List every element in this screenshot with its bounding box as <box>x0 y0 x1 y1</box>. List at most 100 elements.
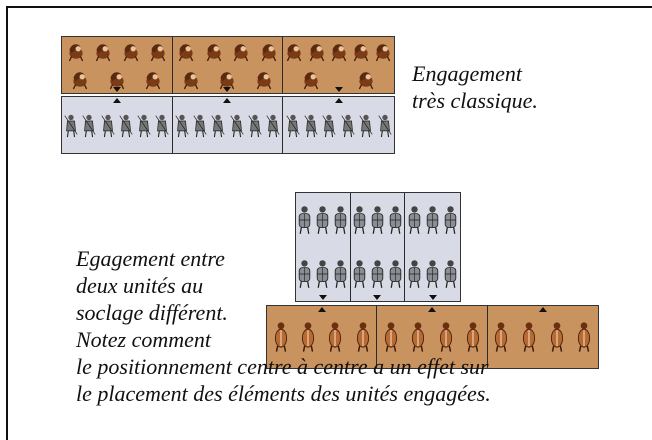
unit-base <box>405 193 460 301</box>
infantry-figure-icon <box>230 114 244 137</box>
column-figure-icon <box>334 260 347 288</box>
column-figure-icon <box>389 260 402 288</box>
caption-top-line-1: Engagement <box>412 61 522 86</box>
caption-bottom-line-5: le positionnement centre à centre a un e… <box>76 354 489 379</box>
spearman-figure-icon <box>274 322 287 352</box>
cavalry-figure-icon <box>146 72 161 90</box>
cavalry-figure-icon <box>233 44 249 62</box>
unit-base <box>283 97 394 153</box>
infantry-figure-icon <box>137 114 151 137</box>
unit-base <box>283 37 394 93</box>
cavalry-figure-icon <box>303 72 319 90</box>
infantry-figure-icon <box>285 114 300 137</box>
column-figure-icon <box>408 206 421 234</box>
unit-row-cavalry-top <box>61 36 395 94</box>
spearman-figure-icon <box>578 322 591 352</box>
infantry-figure-icon <box>248 114 262 137</box>
base-front-marker-icon <box>112 98 121 103</box>
infantry-figure-icon <box>64 114 78 137</box>
column-figure-icon <box>317 206 329 234</box>
cavalry-figure-icon <box>309 44 324 62</box>
infantry-figure-icon <box>304 114 318 137</box>
spearman-figure-icon <box>522 322 536 352</box>
unit-base <box>62 97 173 153</box>
spearman-figure-icon <box>301 322 315 352</box>
cavalry-figure-icon <box>109 72 125 90</box>
infantry-figure-icon <box>155 114 170 137</box>
unit-base <box>62 37 173 93</box>
infantry-figure-icon <box>266 114 280 137</box>
base-front-marker-icon <box>427 307 436 312</box>
infantry-figure-icon <box>322 114 336 137</box>
spearman-figure-icon <box>466 322 480 352</box>
infantry-figure-icon <box>101 114 115 137</box>
infantry-figure-icon <box>359 114 373 137</box>
base-front-marker-icon <box>428 295 437 300</box>
caption-top: Engagement très classique. <box>412 60 538 114</box>
base-front-marker-icon <box>334 98 343 103</box>
unit-base <box>172 97 284 153</box>
base-front-marker-icon <box>223 87 232 92</box>
column-figure-icon <box>334 206 347 234</box>
caption-bottom-line-4: Notez comment <box>76 327 212 352</box>
cavalry-figure-icon <box>220 72 235 90</box>
cavalry-figure-icon <box>95 44 111 62</box>
spearman-figure-icon <box>550 322 563 352</box>
column-figure-icon <box>353 206 366 234</box>
cavalry-figure-icon <box>353 44 368 62</box>
spearman-figure-icon <box>439 322 452 352</box>
infantry-figure-icon <box>378 114 392 137</box>
column-figure-icon <box>445 206 457 234</box>
caption-bottom-line-3: soclage différent. <box>76 300 228 325</box>
column-figure-icon <box>317 260 329 288</box>
cavalry-figure-icon <box>359 72 374 90</box>
unit-row-column-top <box>295 192 461 302</box>
cavalry-figure-icon <box>256 72 272 90</box>
base-front-marker-icon <box>317 307 326 312</box>
unit-base <box>350 193 406 301</box>
base-front-marker-icon <box>223 98 232 103</box>
cavalry-figure-icon <box>375 44 391 62</box>
base-front-marker-icon <box>373 295 382 300</box>
column-figure-icon <box>389 206 402 234</box>
column-figure-icon <box>299 206 311 234</box>
unit-base <box>487 306 598 368</box>
caption-bottom: Egagement entre deux unités au soclage d… <box>76 245 491 407</box>
infantry-figure-icon <box>211 114 225 137</box>
unit-base <box>267 306 378 368</box>
cavalry-figure-icon <box>150 44 166 62</box>
cavalry-figure-icon <box>331 44 346 62</box>
column-figure-icon <box>445 260 457 288</box>
infantry-figure-icon <box>175 114 189 137</box>
unit-base <box>296 193 351 301</box>
base-front-marker-icon <box>334 87 343 92</box>
spearman-figure-icon <box>412 322 425 352</box>
infantry-figure-icon <box>119 114 133 137</box>
column-figure-icon <box>371 260 384 288</box>
cavalry-figure-icon <box>68 44 83 62</box>
cavalry-figure-icon <box>183 72 199 90</box>
infantry-figure-icon <box>193 114 207 137</box>
caption-bottom-line-1: Egagement entre <box>76 246 225 271</box>
column-figure-icon <box>353 260 366 288</box>
infantry-figure-icon <box>82 114 96 137</box>
unit-row-infantry-bottom <box>61 96 395 154</box>
cavalry-figure-icon <box>287 44 302 62</box>
column-figure-icon <box>426 260 439 288</box>
base-front-marker-icon <box>318 295 327 300</box>
cavalry-figure-icon <box>179 44 194 62</box>
unit-base <box>377 306 488 368</box>
cavalry-figure-icon <box>206 44 221 62</box>
spearman-figure-icon <box>356 322 369 352</box>
caption-top-line-2: très classique. <box>412 88 538 113</box>
unit-row-infantry-wide-bottom <box>266 305 599 369</box>
spearman-figure-icon <box>329 322 342 352</box>
column-figure-icon <box>426 206 439 234</box>
column-figure-icon <box>299 260 311 288</box>
base-front-marker-icon <box>538 307 547 312</box>
cavalry-figure-icon <box>261 44 276 62</box>
caption-bottom-line-2: deux unités au <box>76 273 204 298</box>
base-front-marker-icon <box>112 87 121 92</box>
column-figure-icon <box>371 206 384 234</box>
infantry-figure-icon <box>341 114 355 137</box>
